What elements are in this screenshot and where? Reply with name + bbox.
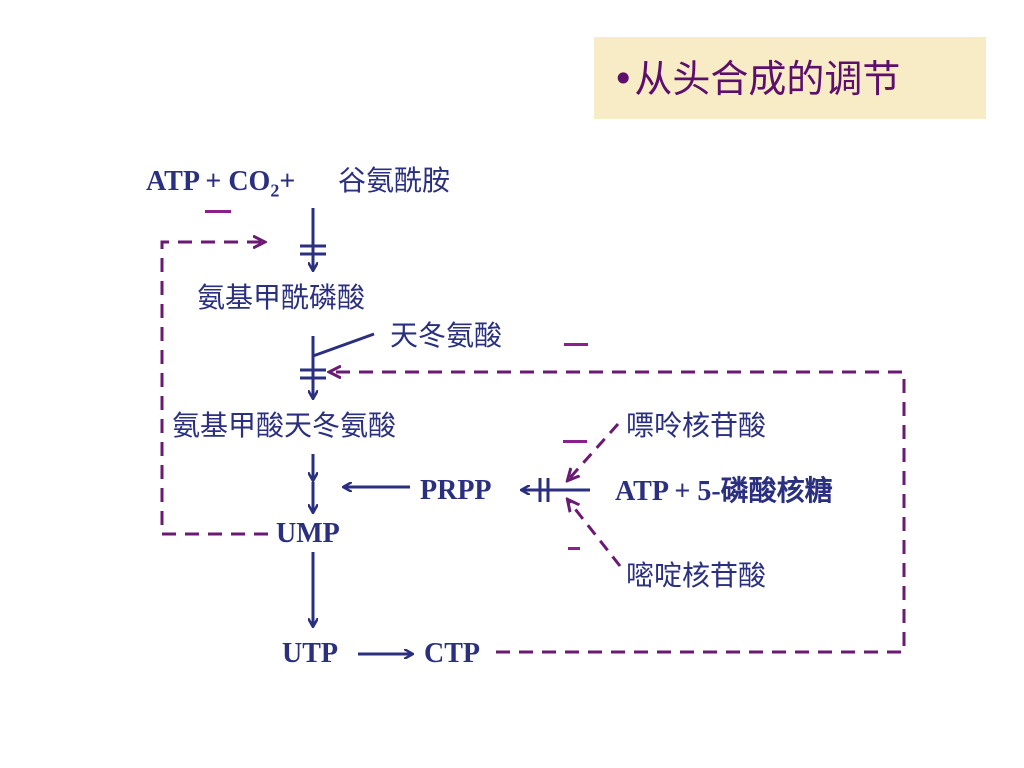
atp-co2-prefix: ATP + CO (146, 166, 271, 197)
feedback-ctp-to-step2 (330, 372, 906, 654)
label-atp-ribose5p: ATP + 5-磷酸核糖 (615, 476, 833, 507)
label-aspartate: 天冬氨酸 (390, 319, 503, 352)
label-utp: UTP (282, 638, 338, 669)
title-bullet: • (612, 57, 635, 101)
feedback-ump-to-step1 (160, 242, 268, 536)
feedback-purine-to-prpp (568, 423, 620, 480)
label-purine-nucleotides: 嘌呤核苷酸 (626, 409, 767, 442)
inhibition-mark-step2 (564, 343, 588, 346)
label-glutamine: 谷氨酰胺 (338, 164, 451, 197)
title-box (594, 37, 986, 119)
inhibition-mark-step1 (205, 210, 231, 213)
label-carbamoyl-phosphate: 氨基甲酰磷酸 (197, 281, 366, 314)
feedback-pyrimidine-to-prpp (568, 500, 622, 567)
label-carbamoyl-aspartate: 氨基甲酸天冬氨酸 (172, 409, 397, 442)
title-text: 从头合成的调节 (634, 57, 901, 101)
co2-subscript: 2 (270, 180, 280, 201)
slide-title: •从头合成的调节 (612, 48, 900, 103)
inhibition-mark-purine (563, 440, 587, 443)
aspartate-input-line (312, 332, 375, 358)
atp-co2-suffix: + (279, 166, 296, 197)
label-prpp: PRPP (420, 475, 492, 506)
label-ump: UMP (276, 518, 340, 549)
inhibition-mark-pyrimidine (568, 547, 580, 550)
label-atp-co2: ATP + CO2+ (146, 168, 295, 200)
label-pyrimidine-nucleotides: 嘧啶核苷酸 (626, 559, 767, 592)
label-ctp: CTP (424, 638, 480, 669)
